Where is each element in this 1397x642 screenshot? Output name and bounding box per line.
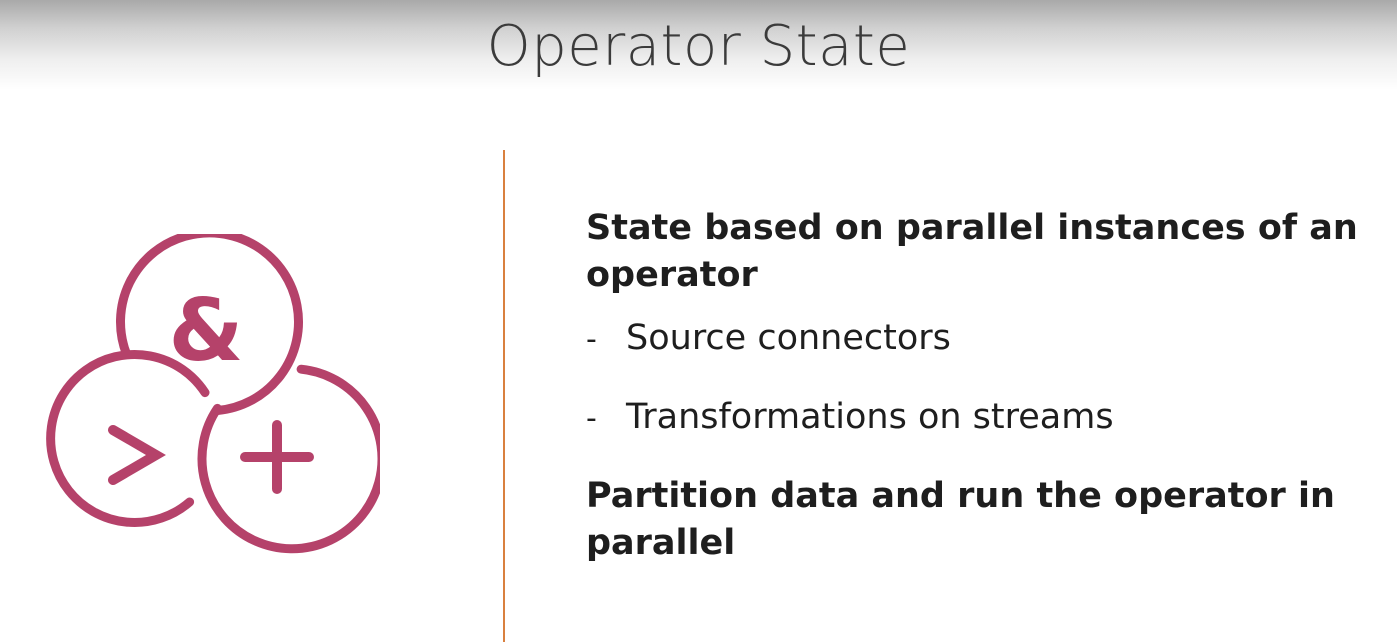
subitem-label: Transformations on streams [626,397,1114,437]
slide-title: Operator State [486,14,911,79]
subitem-transformations: -Transformations on streams [586,394,1386,442]
left-circle [46,349,210,527]
ampersand-symbol: & [169,281,244,381]
top-circle [116,228,303,415]
subitem-label: Source connectors [626,318,951,358]
slide-content: State based on parallel instances of an … [586,205,1386,567]
point-2: Partition data and run the operator in p… [586,476,1335,563]
point-1: State based on parallel instances of an … [586,208,1358,295]
subitem-source-connectors: -Source connectors [586,315,1386,363]
vertical-divider [503,150,505,642]
operators-icon: & [40,228,387,554]
bullet-dash: - [586,322,597,357]
greater-than-symbol [108,425,166,485]
title-bar: Operator State [0,0,1397,90]
point-1-subitems: -Source connectors -Transformations on s… [586,315,1386,442]
right-circle [197,364,387,554]
operators-icon-svg: & [46,228,387,554]
bullet-dash: - [586,401,597,436]
